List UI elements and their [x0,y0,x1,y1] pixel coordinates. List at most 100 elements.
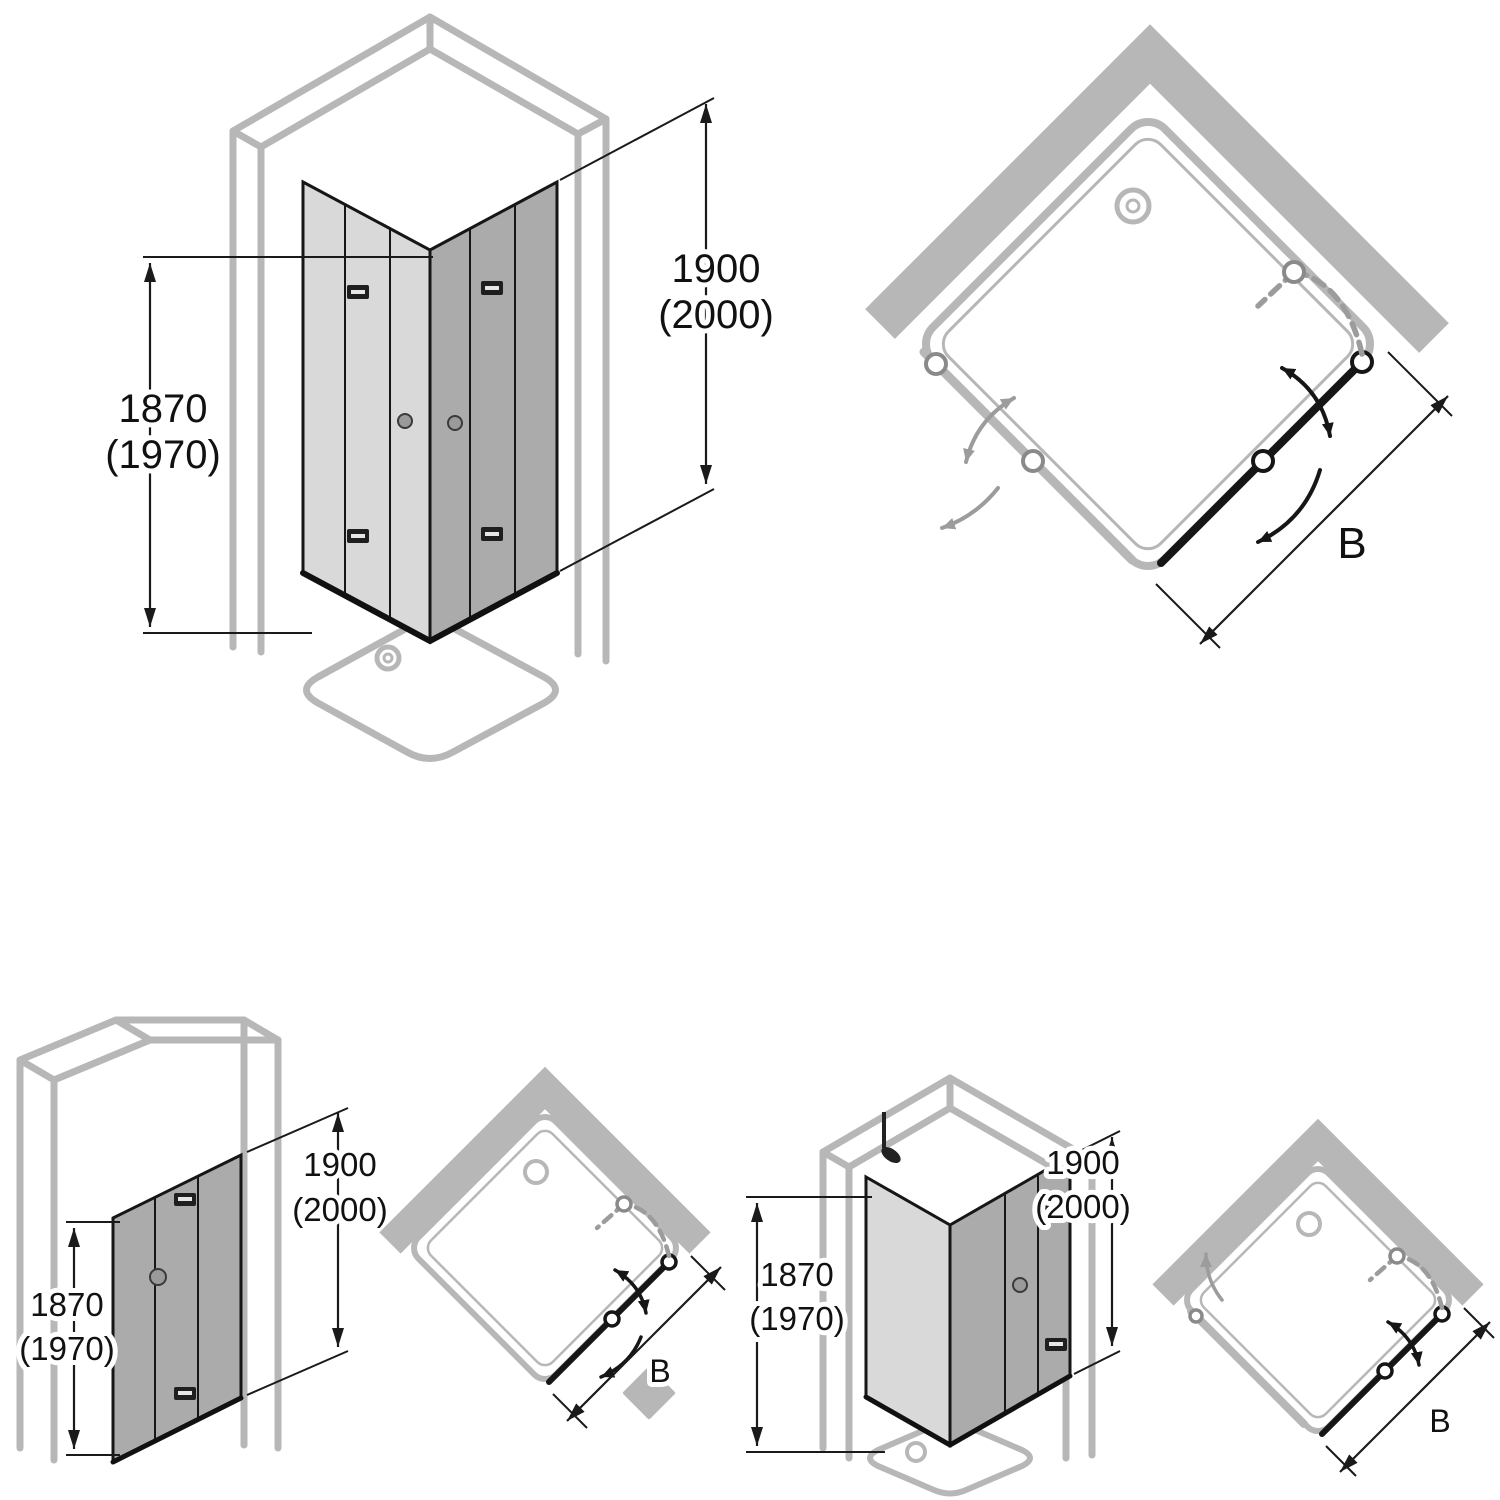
hinge-icon [347,529,369,543]
side-plan-diagram: B [1152,1118,1495,1477]
folding-door [110,1152,244,1465]
width-dim-line [1339,1321,1491,1473]
hinge-point-icon [1376,1362,1394,1380]
hinge-point-icon [1251,449,1275,473]
hinge-icon [1045,1338,1067,1351]
shower-head-icon [881,1112,901,1163]
door-bottom-rail [300,570,560,645]
right-folding-door [428,179,559,644]
dim-extension-line [246,1107,349,1153]
hinge-point-icon [1188,1308,1204,1324]
height-alt-value-label: (2000) [292,1191,387,1228]
wall-frame [229,13,610,665]
corner-iso-diagram: 1870 (1970) 1900 (2000) [100,13,779,762]
side-iso-diagram: 1870 (1970) 1900 (2000) [744,1074,1136,1497]
inner-height-dimension: 1870 (1970) [14,1221,120,1456]
swing-arrow-icon [599,1335,643,1379]
inner-height-dimension: 1870 (1970) [744,1196,885,1453]
height-value-label: 1900 [1046,1144,1119,1181]
drain-inner-ring [1125,198,1141,214]
side-panel-plan [1187,1252,1308,1428]
outer-height-dimension: 1900 (2000) [1030,1130,1136,1375]
dim-extension-line [1387,351,1453,417]
width-dim-line [1199,395,1449,645]
wall-edge-line [240,1016,282,1044]
swing-arrow-icon [1256,468,1322,544]
swing-arrow-icon [940,486,1000,530]
width-dimension: B [552,1255,726,1429]
dim-extension-line [1155,583,1221,649]
dim-extension-line [1073,1130,1121,1155]
hinge-point-icon [1282,260,1306,284]
wall-edge-line [574,115,610,138]
hinge-point-icon [1388,1247,1406,1265]
wall-edge-line [16,1056,58,1084]
side-panel-line [1187,1307,1308,1428]
corner-plan-diagram: B [865,24,1453,649]
height-alt-value-label: (2000) [1035,1188,1130,1225]
dim-extension-line [559,488,715,572]
hinge-point-icon [615,1195,633,1213]
door-knob-icon [447,415,463,431]
hinge-icon [347,285,369,299]
inner-height-dimension: 1870 (1970) [100,256,433,634]
left-folding-door-plan [919,347,1137,565]
drain-icon [905,1441,927,1463]
dim-extension-line [690,1255,726,1291]
height-value-label: 1900 [303,1146,376,1183]
width-value-label: B [1429,1403,1450,1439]
niche-front-diagram: 1870 (1970) 1900 (2000) [14,1016,393,1465]
width-value-label: B [1337,519,1366,568]
door-bottom-rail [863,1373,1073,1448]
outer-height-dimension: 1900 (2000) [246,1107,393,1396]
hinge-icon [1045,1198,1067,1211]
plan-walls [379,1066,711,1254]
drain-inner-ring [382,652,394,664]
right-door-glass [428,179,559,644]
drain-icon [374,644,402,672]
shower-tray [303,618,559,762]
width-dimension: B [1325,1307,1495,1477]
hinge-icon [481,281,503,295]
left-door-glass [301,179,432,644]
height-value-label: 1870 [119,387,208,431]
wall-edge-line [112,1016,154,1044]
plan-walls [1152,1118,1484,1306]
hinge-icon [174,1193,196,1206]
height-alt-value-label: (1970) [749,1300,844,1337]
dim-extension-line [559,97,715,181]
door-knob-icon [149,1268,167,1286]
wall-edge-line [229,127,265,151]
swing-arrow-icon [1200,1252,1224,1302]
hinge-point-icon [924,352,948,376]
swing-arrow-icon [963,396,1016,464]
hinge-icon [174,1387,196,1400]
width-dimension: B [1155,351,1453,649]
left-folding-door [301,179,432,644]
wall-frame [16,1016,282,1464]
height-alt-value-label: (1970) [105,433,221,477]
hinge-point-icon [1021,449,1045,473]
drain-icon [1114,187,1152,225]
height-value-label: 1870 [760,1256,833,1293]
wall-edge-line [819,1148,853,1171]
hinge-point-icon [603,1310,621,1328]
height-value-label: 1900 [672,247,761,291]
plan-walls [865,24,1449,353]
door-knob-icon [1012,1277,1028,1293]
dim-extension-line [552,1393,588,1429]
drain-icon [1296,1211,1322,1237]
outer-height-dimension: 1900 (2000) [559,97,779,572]
dim-extension-line [246,1350,349,1396]
folding-door [948,1153,1072,1448]
drain-icon [523,1159,549,1185]
width-dim-line [566,1266,722,1422]
door-knob-icon [397,413,413,429]
height-alt-value-label: (2000) [658,293,774,337]
width-value-label: B [649,1353,670,1389]
dim-extension-line [1073,1350,1121,1375]
hinge-icon [481,527,503,541]
height-value-label: 1870 [30,1286,103,1323]
